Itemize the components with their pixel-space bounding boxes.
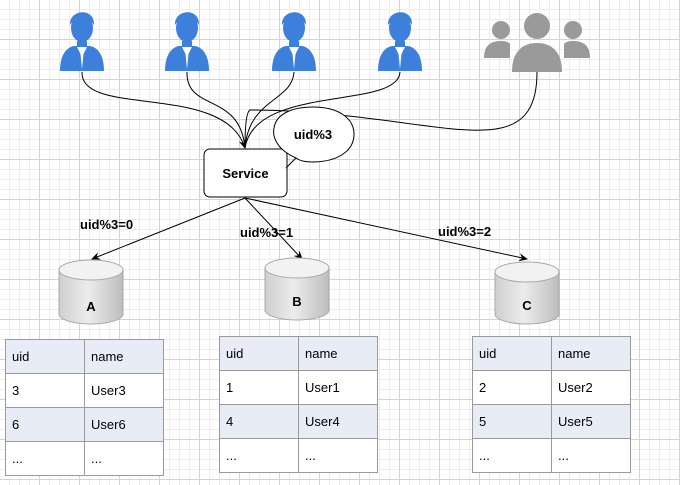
header-name: name — [84, 339, 164, 374]
route-label-1: uid%3=1 — [240, 225, 293, 240]
cell-name: ... — [84, 441, 164, 476]
database-label-c: C — [522, 298, 532, 313]
cell-name: User3 — [84, 373, 164, 408]
header-uid: uid — [5, 339, 85, 374]
table-header: uid name — [219, 336, 378, 371]
table-row: ... ... — [472, 438, 631, 473]
table-c: uid name 2 User2 5 User5 ... ... — [472, 336, 631, 473]
database-icon — [494, 261, 560, 325]
table-row: 1 User1 — [219, 370, 378, 405]
cell-name: ... — [551, 438, 631, 473]
route-label-0: uid%3=0 — [80, 217, 133, 232]
cell-name: User2 — [551, 370, 631, 405]
header-uid: uid — [472, 336, 552, 371]
cell-name: ... — [298, 438, 378, 473]
cell-uid: ... — [5, 441, 85, 476]
table-row: 5 User5 — [472, 404, 631, 439]
table-row: 4 User4 — [219, 404, 378, 439]
route-label-2: uid%3=2 — [438, 224, 491, 239]
table-header: uid name — [472, 336, 631, 371]
user-icon — [272, 12, 316, 71]
service-label: Service — [222, 166, 268, 181]
cell-uid: 3 — [5, 373, 85, 408]
speech-bubble — [273, 106, 355, 169]
user-icon — [165, 12, 209, 71]
database-label-b: B — [292, 294, 301, 309]
database-icon — [264, 257, 330, 321]
cell-uid: 4 — [219, 404, 299, 439]
bubble-label: uid%3 — [294, 127, 332, 142]
header-uid: uid — [219, 336, 299, 371]
table-row: 2 User2 — [472, 370, 631, 405]
cell-uid: 1 — [219, 370, 299, 405]
table-row: 6 User6 — [5, 407, 164, 442]
header-name: name — [551, 336, 631, 371]
table-b: uid name 1 User1 4 User4 ... ... — [219, 336, 378, 473]
table-a: uid name 3 User3 6 User6 ... ... — [5, 339, 164, 476]
cell-name: User1 — [298, 370, 378, 405]
header-name: name — [298, 336, 378, 371]
user-icon — [60, 12, 104, 71]
table-row: ... ... — [5, 441, 164, 476]
cell-uid: ... — [472, 438, 552, 473]
cell-uid: 6 — [5, 407, 85, 442]
table-header: uid name — [5, 339, 164, 374]
user-group-icon — [484, 13, 590, 72]
cell-uid: ... — [219, 438, 299, 473]
service-box — [203, 148, 288, 198]
cell-uid: 5 — [472, 404, 552, 439]
cell-name: User5 — [551, 404, 631, 439]
cell-name: User6 — [84, 407, 164, 442]
database-icon — [58, 259, 124, 325]
table-row: 3 User3 — [5, 373, 164, 408]
route-arrows — [91, 197, 528, 262]
cell-uid: 2 — [472, 370, 552, 405]
table-row: ... ... — [219, 438, 378, 473]
user-icon — [378, 12, 422, 71]
cell-name: User4 — [298, 404, 378, 439]
database-label-a: A — [86, 299, 96, 314]
user-connections — [81, 71, 538, 149]
